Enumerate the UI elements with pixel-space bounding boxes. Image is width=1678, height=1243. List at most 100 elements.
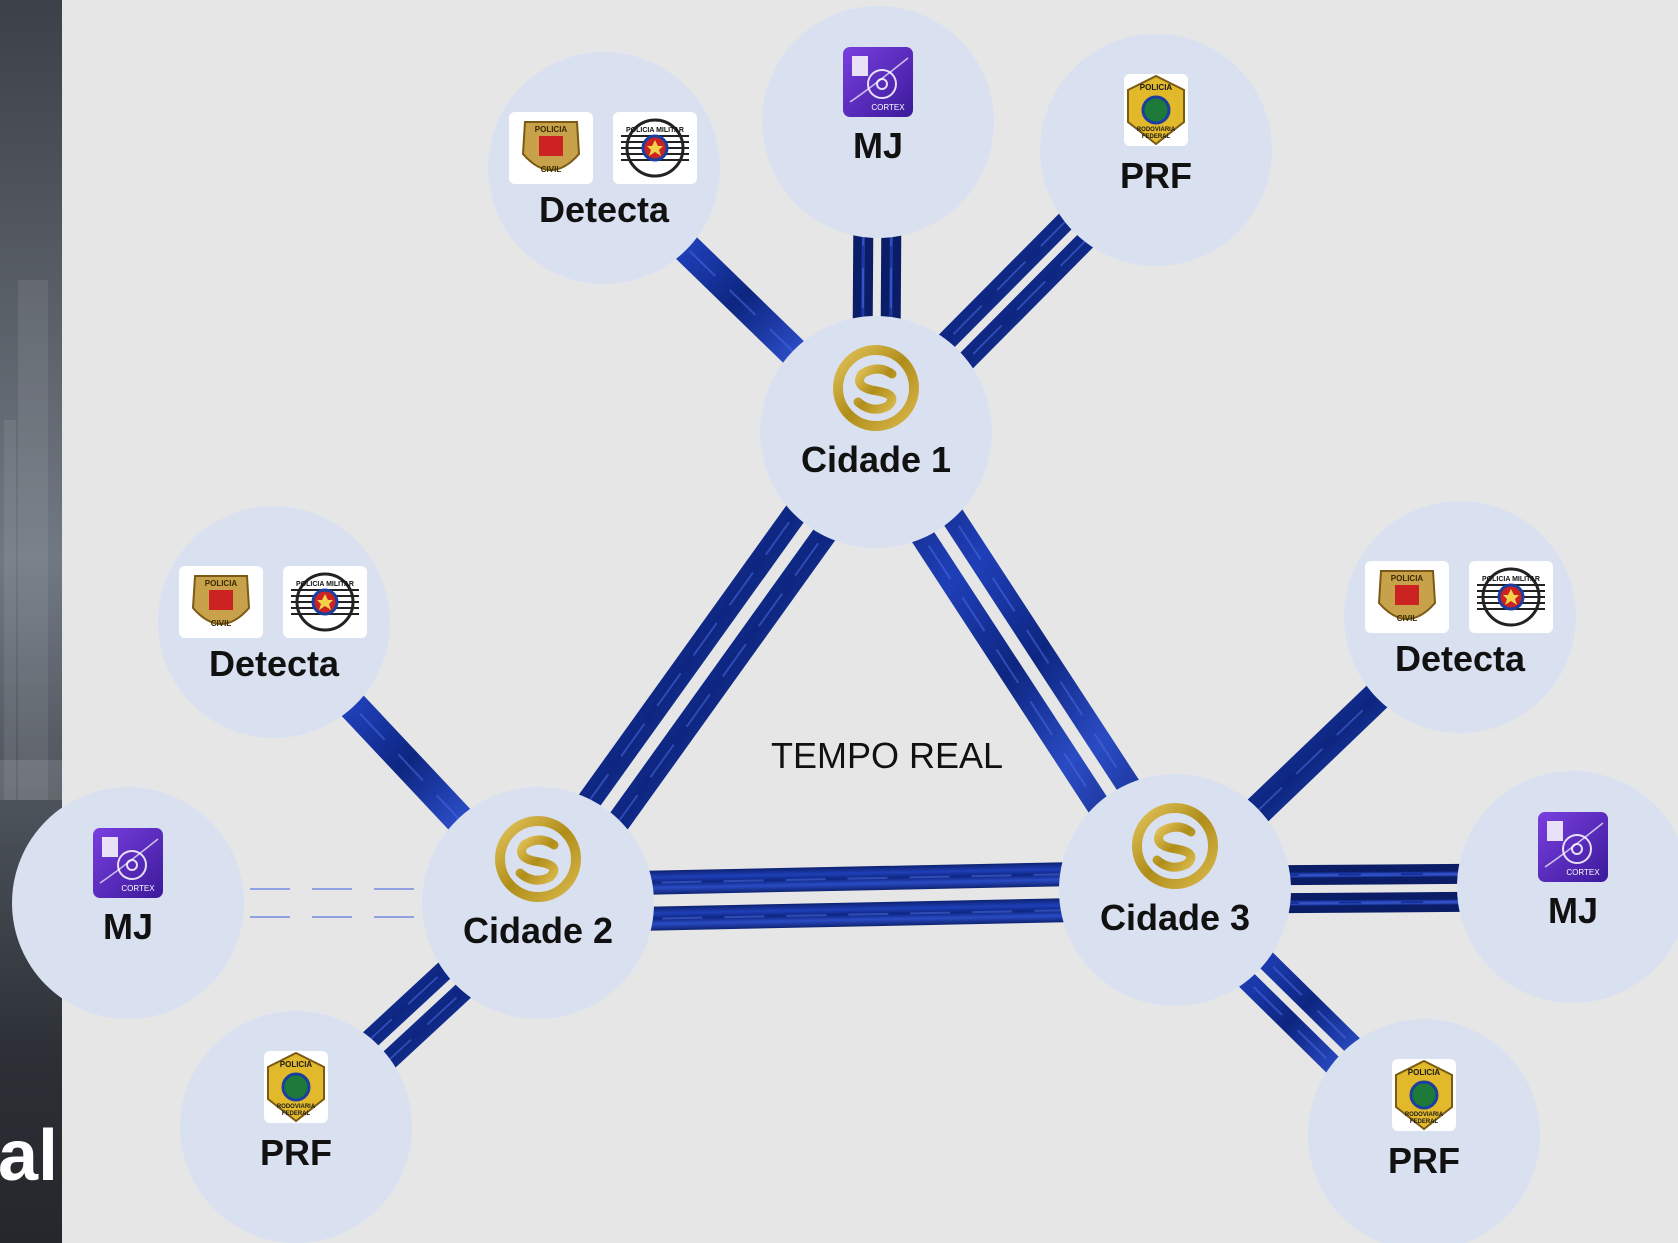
prf-center-globe (1141, 95, 1171, 125)
satellite-circle (12, 787, 244, 1019)
policia-civil-badge-top-text: POLICIA (205, 579, 238, 588)
cortex-app-text: CORTEX (1566, 868, 1600, 877)
policia-militar-star (647, 140, 663, 156)
hub-node-cidade-3 (1059, 774, 1291, 1006)
hub-node-cidade-2 (422, 787, 654, 1019)
prf-badge-top-text: POLICIA (1140, 83, 1173, 92)
policia-militar-star (317, 594, 333, 610)
policia-civil-badge-bottom-text: CIVIL (1397, 614, 1418, 623)
hub-circle (422, 787, 654, 1019)
hub-label: Cidade 2 (463, 910, 613, 951)
satellite-node-mj-cidade-2: CORTEX (12, 787, 244, 1019)
cortex-lens (867, 69, 897, 99)
policia-militar-badge-icon: POLICIA MILITAR (283, 566, 367, 638)
policia-civil-crest (539, 136, 563, 156)
sim-logo-s (1152, 822, 1196, 872)
center-label: TEMPO REAL (771, 735, 1003, 776)
policia-militar-badge-text: POLICIA MILITAR (296, 581, 354, 588)
satellite-node-mj-cidade-3: CORTEX (1457, 771, 1678, 1003)
prf-badge-text-2: FEDERAL (1142, 134, 1171, 140)
policia-civil-badge-icon: POLICIA CIVIL (509, 112, 593, 184)
cropped-slide-title: al (0, 1116, 59, 1196)
prf-center-globe (1409, 1080, 1439, 1110)
policia-civil-badge-icon: POLICIA CIVIL (1365, 561, 1449, 633)
prf-badge-text-2: FEDERAL (1410, 1119, 1439, 1125)
cortex-doc-shape (1547, 821, 1563, 841)
cortex-lens (1562, 834, 1592, 864)
hub-circle (1059, 774, 1291, 1006)
hub-label: Cidade 3 (1100, 897, 1250, 938)
policia-civil-crest (209, 590, 233, 610)
sim-logo-ring (1132, 803, 1218, 889)
background-photo-strip (0, 0, 62, 1243)
satellite-node-detecta-cidade-1: POLICIA CIVIL POLICIA MILITAR (488, 52, 720, 284)
prf-badge-text-1: RODOVIARIA (1405, 1112, 1444, 1118)
cortex-app-icon: CORTEX (93, 828, 163, 898)
policia-militar-badge-text: POLICIA MILITAR (626, 127, 684, 134)
sim-logo-ring (495, 816, 581, 902)
prf-badge-text-1: RODOVIARIA (277, 1104, 316, 1110)
prf-badge-top-text: POLICIA (280, 1060, 313, 1069)
cortex-swoosh (99, 838, 159, 884)
satellite-node-detecta-cidade-3: POLICIA CIVIL POLICIA MILITAR (1344, 501, 1576, 733)
satellite-circle (1308, 1019, 1540, 1243)
sim-logo-icon (1132, 803, 1218, 889)
prf-badge-text-1: RODOVIARIA (1137, 127, 1176, 133)
sim-logo-ring (833, 345, 919, 431)
hub-circle (760, 316, 992, 548)
policia-civil-badge-bottom-text: CIVIL (541, 165, 562, 174)
policia-militar-badge-icon: POLICIA MILITAR (613, 112, 697, 184)
prf-badge-text-2: FEDERAL (282, 1111, 311, 1117)
prf-center-globe (281, 1072, 311, 1102)
satellite-label: Detecta (539, 189, 670, 230)
satellite-node-mj-cidade-1: CORTEX (762, 6, 994, 238)
cortex-app-icon: CORTEX (843, 47, 913, 117)
satellite-label: Detecta (1395, 638, 1526, 679)
cortex-app-icon: CORTEX (1538, 812, 1608, 882)
cortex-doc-shape (102, 837, 118, 857)
policia-civil-badge-top-text: POLICIA (1391, 574, 1424, 583)
satellite-circle (488, 52, 720, 284)
satellite-circle (762, 6, 994, 238)
satellite-label: PRF (260, 1132, 332, 1173)
satellite-node-detecta-cidade-2: POLICIA CIVIL POLICIA MILITAR (158, 506, 390, 738)
cortex-lens (117, 850, 147, 880)
satellite-label: MJ (853, 125, 903, 166)
cortex-doc-shape (852, 56, 868, 76)
satellite-label: PRF (1388, 1140, 1460, 1181)
satellite-circle (180, 1011, 412, 1243)
satellite-label: Detecta (209, 643, 340, 684)
prf-badge-top-text: POLICIA (1408, 1068, 1441, 1077)
satellite-circle (1457, 771, 1678, 1003)
policia-civil-badge-icon: POLICIA CIVIL (179, 566, 263, 638)
hub-label: Cidade 1 (801, 439, 951, 480)
satellite-circle (1040, 34, 1272, 266)
cortex-app-text: CORTEX (871, 103, 905, 112)
policia-civil-badge-top-text: POLICIA (535, 125, 568, 134)
policia-militar-badge-icon: POLICIA MILITAR (1469, 561, 1553, 633)
hub-node-cidade-1 (760, 316, 992, 548)
satellite-circle (158, 506, 390, 738)
sim-logo-s (853, 364, 897, 414)
satellite-label: MJ (1548, 890, 1598, 931)
policia-civil-badge-bottom-text: CIVIL (211, 619, 232, 628)
satellite-label: PRF (1120, 155, 1192, 196)
policia-militar-badge-text: POLICIA MILITAR (1482, 576, 1540, 583)
node-circles: POLICIA CIVIL POLICIA MILITAR CORTEX POLICIA… (12, 6, 1678, 1243)
satellite-circle (1344, 501, 1576, 733)
cortex-app-text: CORTEX (121, 884, 155, 893)
cortex-swoosh (849, 57, 909, 103)
sim-logo-icon (833, 345, 919, 431)
policia-militar-star (1503, 589, 1519, 605)
sim-logo-icon (495, 816, 581, 902)
policia-civil-crest (1395, 585, 1419, 605)
satellite-label: MJ (103, 906, 153, 947)
